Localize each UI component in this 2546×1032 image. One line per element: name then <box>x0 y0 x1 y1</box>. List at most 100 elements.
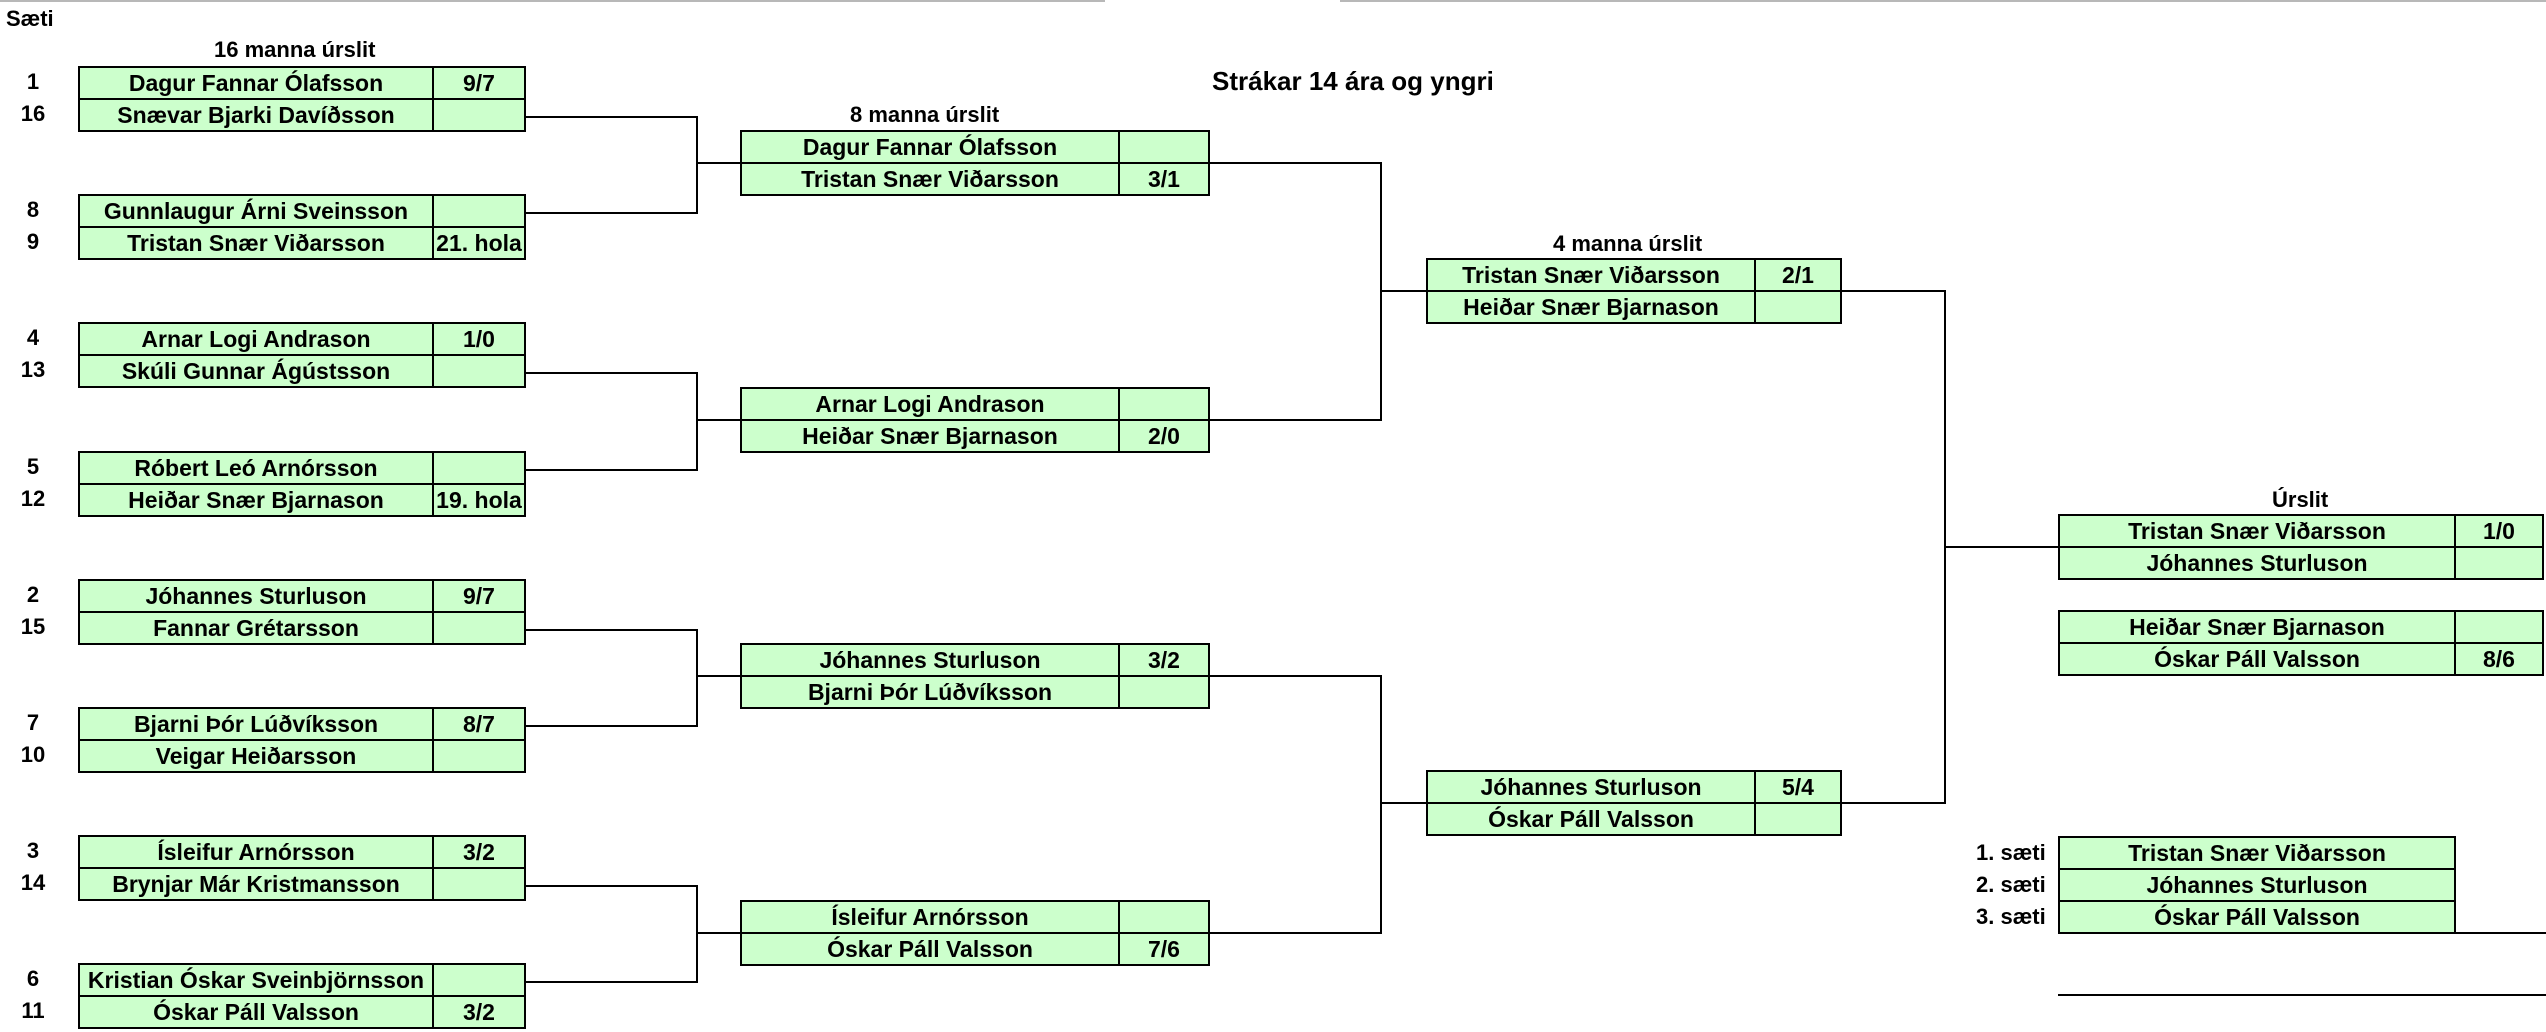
connector-line <box>1380 290 1426 292</box>
score-cell[interactable]: 3/2 <box>1118 643 1210 677</box>
score-cell[interactable]: 7/6 <box>1118 932 1210 966</box>
player-name-cell[interactable]: Óskar Páll Valsson <box>740 932 1120 966</box>
player-name-cell[interactable]: Kristian Óskar Sveinbjörnsson <box>78 963 434 997</box>
player-name-cell[interactable]: Tristan Snær Viðarsson <box>1426 258 1756 292</box>
seed-number: 3 <box>26 838 40 863</box>
player-name-cell[interactable]: Veigar Heiðarsson <box>78 739 434 773</box>
score-cell[interactable]: 1/0 <box>432 322 526 356</box>
placing-name-cell[interactable]: Tristan Snær Viðarsson <box>2058 836 2456 870</box>
player-name-cell[interactable]: Dagur Fannar Ólafsson <box>78 66 434 100</box>
placing-label: 1. sæti <box>1976 840 2046 865</box>
score-cell[interactable]: 3/1 <box>1118 162 1210 196</box>
connector-line <box>526 629 696 631</box>
score-cell[interactable] <box>432 98 526 132</box>
score-cell[interactable]: 8/7 <box>432 707 526 741</box>
player-name-cell[interactable]: Heiðar Snær Bjarnason <box>78 483 434 517</box>
player-name-cell[interactable]: Jóhannes Sturluson <box>78 579 434 613</box>
seed-number: 11 <box>21 998 45 1023</box>
connector-line <box>696 372 698 471</box>
player-name-cell[interactable]: Óskar Páll Valsson <box>1426 802 1756 836</box>
score-cell[interactable] <box>2454 546 2544 580</box>
player-name-cell[interactable]: Jóhannes Sturluson <box>740 643 1120 677</box>
score-cell[interactable] <box>432 194 526 228</box>
score-cell[interactable] <box>432 354 526 388</box>
player-name-cell[interactable]: Ísleifur Arnórsson <box>78 835 434 869</box>
seed-number: 14 <box>20 870 46 895</box>
score-cell[interactable]: 19. hola <box>432 483 526 517</box>
page-title: Strákar 14 ára og yngri <box>1212 66 1494 96</box>
connector-line <box>526 116 696 118</box>
player-name-cell[interactable]: Tristan Snær Viðarsson <box>2058 514 2456 548</box>
connector-line <box>1380 802 1426 804</box>
score-cell[interactable] <box>432 739 526 773</box>
seed-number: 12 <box>20 486 46 511</box>
saeti-header: Sæti <box>6 6 54 31</box>
player-name-cell[interactable]: Óskar Páll Valsson <box>78 995 434 1029</box>
placing-name-cell[interactable]: Jóhannes Sturluson <box>2058 868 2456 902</box>
player-name-cell[interactable]: Bjarni Þór Lúðvíksson <box>78 707 434 741</box>
connector-line <box>526 885 696 887</box>
score-cell[interactable] <box>1754 290 1842 324</box>
player-name-cell[interactable]: Tristan Snær Viðarsson <box>740 162 1120 196</box>
seed-number: 13 <box>20 357 46 382</box>
connector-line <box>526 372 696 374</box>
player-name-cell[interactable]: Bjarni Þór Lúðvíksson <box>740 675 1120 709</box>
score-cell[interactable]: 2/1 <box>1754 258 1842 292</box>
player-name-cell[interactable]: Óskar Páll Valsson <box>2058 642 2456 676</box>
player-name-cell[interactable]: Jóhannes Sturluson <box>1426 770 1756 804</box>
score-cell[interactable]: 5/4 <box>1754 770 1842 804</box>
score-cell[interactable] <box>432 611 526 645</box>
score-cell[interactable]: 8/6 <box>2454 642 2544 676</box>
connector-line <box>696 885 698 983</box>
player-name-cell[interactable]: Snævar Bjarki Davíðsson <box>78 98 434 132</box>
seed-number: 9 <box>26 229 40 254</box>
player-name-cell[interactable]: Arnar Logi Andrason <box>78 322 434 356</box>
player-name-cell[interactable]: Jóhannes Sturluson <box>2058 546 2456 580</box>
player-name-cell[interactable]: Tristan Snær Viðarsson <box>78 226 434 260</box>
top-rule-left <box>0 0 1105 2</box>
player-name-cell[interactable]: Ísleifur Arnórsson <box>740 900 1120 934</box>
seed-number: 6 <box>26 966 40 991</box>
seed-number: 15 <box>20 614 46 639</box>
score-cell[interactable] <box>1118 675 1210 709</box>
player-name-cell[interactable]: Skúli Gunnar Ágústsson <box>78 354 434 388</box>
player-name-cell[interactable]: Heiðar Snær Bjarnason <box>1426 290 1756 324</box>
connector-line <box>1210 419 1380 421</box>
score-cell[interactable] <box>432 867 526 901</box>
score-cell[interactable]: 3/2 <box>432 995 526 1029</box>
player-name-cell[interactable]: Gunnlaugur Árni Sveinsson <box>78 194 434 228</box>
player-name-cell[interactable]: Dagur Fannar Ólafsson <box>740 130 1120 164</box>
placing-rule <box>2455 932 2546 934</box>
player-name-cell[interactable]: Heiðar Snær Bjarnason <box>740 419 1120 453</box>
player-name-cell[interactable]: Fannar Grétarsson <box>78 611 434 645</box>
score-cell[interactable] <box>432 451 526 485</box>
score-cell[interactable] <box>1118 387 1210 421</box>
player-name-cell[interactable]: Brynjar Már Kristmansson <box>78 867 434 901</box>
score-cell[interactable]: 1/0 <box>2454 514 2544 548</box>
score-cell[interactable] <box>1118 130 1210 164</box>
seed-number: 1 <box>26 69 40 94</box>
score-cell[interactable] <box>1754 802 1842 836</box>
placing-name-cell[interactable]: Óskar Páll Valsson <box>2058 900 2456 934</box>
score-cell[interactable]: 2/0 <box>1118 419 1210 453</box>
placing-label: 3. sæti <box>1976 904 2046 929</box>
player-name-cell[interactable]: Arnar Logi Andrason <box>740 387 1120 421</box>
connector-line <box>696 116 698 214</box>
score-cell[interactable]: 9/7 <box>432 66 526 100</box>
connector-line <box>526 981 696 983</box>
player-name-cell[interactable]: Heiðar Snær Bjarnason <box>2058 610 2456 644</box>
score-cell[interactable]: 21. hola <box>432 226 526 260</box>
score-cell[interactable] <box>432 963 526 997</box>
score-cell[interactable]: 3/2 <box>432 835 526 869</box>
player-name-cell[interactable]: Róbert Leó Arnórsson <box>78 451 434 485</box>
seed-number: 4 <box>26 325 40 350</box>
score-cell[interactable]: 9/7 <box>432 579 526 613</box>
connector-line <box>696 675 740 677</box>
seed-number: 10 <box>20 742 46 767</box>
score-cell[interactable] <box>2454 610 2544 644</box>
connector-line <box>1380 675 1382 934</box>
score-cell[interactable] <box>1118 900 1210 934</box>
seed-number: 16 <box>20 101 46 126</box>
seed-number: 2 <box>26 582 40 607</box>
